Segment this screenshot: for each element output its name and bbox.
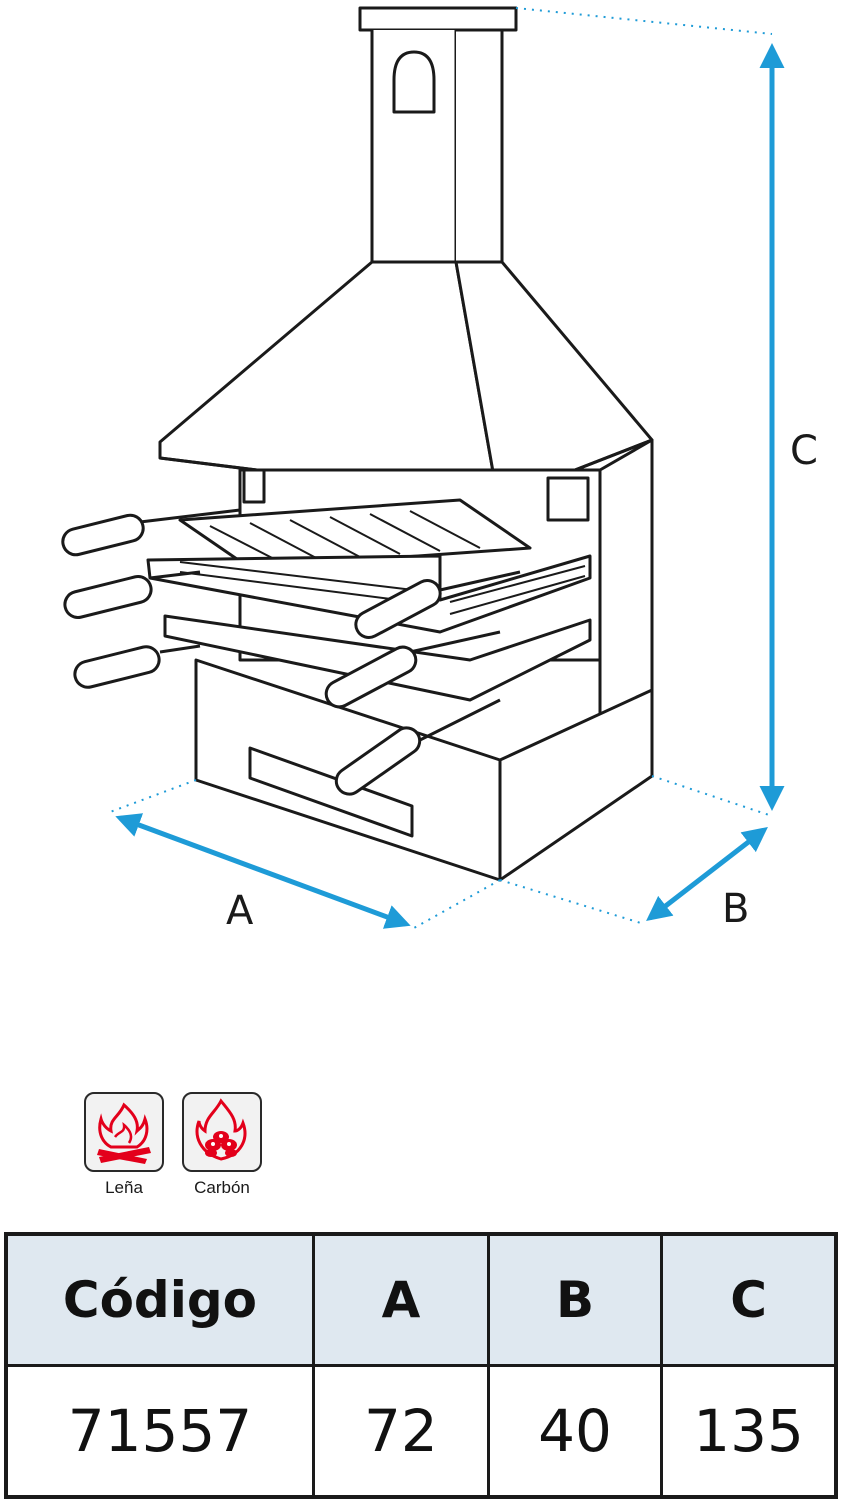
header-b: B bbox=[486, 1232, 664, 1367]
cell-c: 135 bbox=[660, 1364, 838, 1499]
grill-top bbox=[178, 498, 532, 570]
table-header-row: Código A B C bbox=[4, 1232, 838, 1367]
dimensions-table: Código A B C 71557 72 40 135 bbox=[4, 1232, 838, 1499]
dimension-guides bbox=[109, 7, 773, 929]
header-codigo: Código bbox=[4, 1232, 315, 1367]
fuel-label: Carbón bbox=[194, 1178, 250, 1197]
grill-middle bbox=[146, 554, 592, 634]
table-row: 71557 72 40 135 bbox=[4, 1364, 838, 1499]
grill-handles bbox=[61, 513, 442, 796]
fuel-type-charcoal: Carbón bbox=[180, 1092, 264, 1198]
dimension-arrow-b bbox=[646, 826, 768, 922]
cell-b: 40 bbox=[486, 1364, 664, 1499]
fuel-type-wood: Leña bbox=[82, 1092, 166, 1198]
header-c: C bbox=[660, 1232, 838, 1367]
fuel-label: Leña bbox=[105, 1178, 143, 1197]
dimension-label-a: A bbox=[226, 888, 254, 934]
chimney-window bbox=[392, 50, 436, 114]
wood-fire-icon bbox=[84, 1092, 164, 1172]
barbecue-illustration bbox=[61, 6, 654, 882]
chimney-cap bbox=[358, 6, 518, 32]
dimension-label-b: B bbox=[722, 886, 749, 932]
cell-codigo: 71557 bbox=[4, 1364, 315, 1499]
cell-a: 72 bbox=[311, 1364, 491, 1499]
charcoal-fire-icon bbox=[182, 1092, 262, 1172]
dimension-arrow-a bbox=[115, 813, 411, 929]
chimney-side bbox=[456, 28, 504, 264]
header-a: A bbox=[311, 1232, 491, 1367]
ash-box-side bbox=[498, 688, 654, 882]
dimension-label-c: C bbox=[790, 428, 818, 474]
dimension-arrows bbox=[115, 43, 785, 929]
barbecue-dimension-diagram: C A B bbox=[61, 6, 818, 934]
